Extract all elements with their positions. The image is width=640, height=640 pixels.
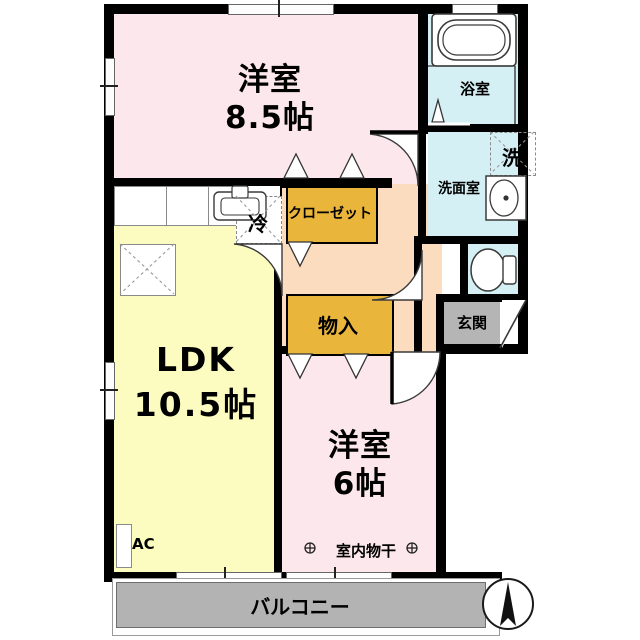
interior-wall-ldk-right-lower [274, 296, 282, 354]
room-fill-genkan [442, 300, 500, 348]
aircon-unit-box [116, 524, 132, 568]
label-room-north: 洋室 [238, 62, 302, 98]
window-left-north-room [105, 58, 115, 116]
ldk-fixed-furniture-box [120, 244, 176, 296]
label-ldk-size: 10.5帖 [133, 385, 259, 424]
room-fill-bath [428, 12, 520, 130]
window-mark-north-top [278, 0, 280, 17]
label-balcony: バルコニー [250, 595, 350, 619]
storage-box [286, 294, 394, 356]
label-closet: クローゼット [288, 206, 372, 222]
interior-wall-ldk-bedroom-divider [274, 354, 282, 572]
label-ldk: LDK [156, 340, 236, 379]
window-mark-balcony-ldk [224, 567, 226, 586]
interior-wall-bath-washroom [418, 124, 528, 132]
label-room-south-size: 6帖 [332, 466, 388, 502]
kitchen-counter-mid [166, 186, 210, 226]
label-storage: 物入 [318, 314, 358, 338]
window-bath-top [452, 4, 498, 14]
label-room-south: 洋室 [328, 428, 392, 464]
kitchen-counter-left [114, 186, 168, 226]
interior-wall-genkan-left [436, 294, 444, 352]
label-room-north-size: 8.5帖 [225, 100, 315, 136]
exterior-wall-entrance-bottom [436, 344, 528, 354]
window-mark-left-north [100, 85, 118, 87]
window-mark-left-ldk [100, 389, 118, 391]
label-bath: 浴室 [459, 80, 490, 98]
interior-wall-washroom-left [418, 132, 426, 242]
window-mark-balcony-bedroom [334, 567, 336, 586]
window-left-ldk [105, 362, 115, 420]
label-washroom: 洗面室 [438, 181, 480, 197]
closet-box [286, 186, 378, 244]
interior-wall-north-room-bottom [104, 178, 392, 188]
interior-wall-hall-right [414, 236, 422, 352]
interior-wall-toilet-bottom [436, 294, 528, 302]
label-washer: 洗 [502, 146, 522, 170]
exterior-wall-right-lower [436, 348, 446, 582]
exterior-wall-left [104, 4, 114, 582]
interior-wall-toilet-left [460, 240, 468, 300]
label-fridge: 冷 [248, 212, 268, 236]
room-fill-toilet [466, 242, 520, 298]
label-entrance: 玄関 [456, 314, 487, 332]
balcony-slab [116, 582, 486, 628]
window-north-top [228, 4, 334, 15]
label-indoor-laundry-hanger: 室内物干 [335, 542, 396, 560]
interior-wall-washroom-bottom [418, 236, 528, 244]
label-aircon: AC [132, 535, 155, 553]
interior-wall-bath-column-left [418, 4, 428, 134]
